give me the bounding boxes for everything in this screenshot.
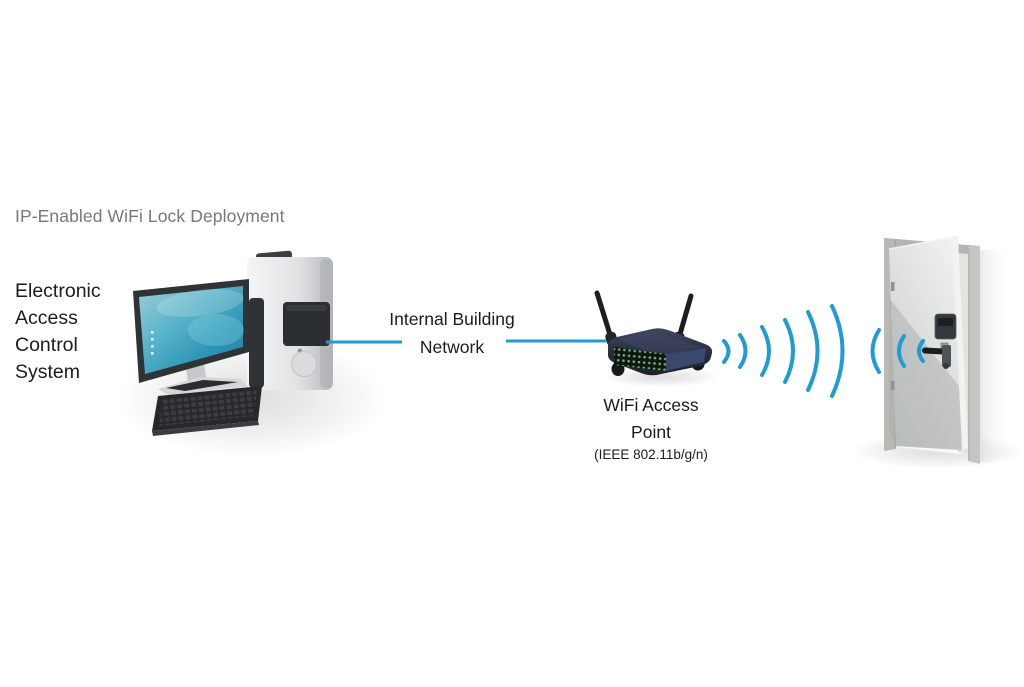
access-point-label: WiFi Access Point [551,392,751,446]
wifi-router-illustration [594,290,721,387]
wifi-waves [722,304,845,398]
access-point-label-line: Point [631,422,671,442]
desktop-icons [151,331,154,355]
access-point-standard: (IEEE 802.11b/g/n) [594,447,708,462]
diagram-title: IP-Enabled WiFi Lock Deployment [15,206,285,226]
door-illustration [850,236,1024,469]
computer-tower [247,250,333,390]
desktop-computer-illustration [116,250,388,458]
router-floor-shadow [601,367,721,387]
wifi-door-lock [922,313,957,369]
network-link-label: Internal Building Network [352,305,552,361]
network-link-label-line: Network [419,337,485,357]
computer-monitor [133,279,249,398]
computer-keyboard [152,386,262,436]
control-system-label-line: Electronic [15,280,101,302]
monitor-screen [139,286,243,374]
network-link-lines [326,339,606,344]
control-system-label-line: Access [15,307,78,329]
control-system-label: Electronic Access Control System [15,278,101,386]
control-system-label-line: Control [15,334,78,356]
access-point-label-line: WiFi Access [603,395,699,415]
lock-wifi-waves [870,328,925,374]
network-link-label-line: Internal Building [389,309,515,329]
door-panel [888,236,968,450]
control-system-label-line: System [15,361,81,383]
